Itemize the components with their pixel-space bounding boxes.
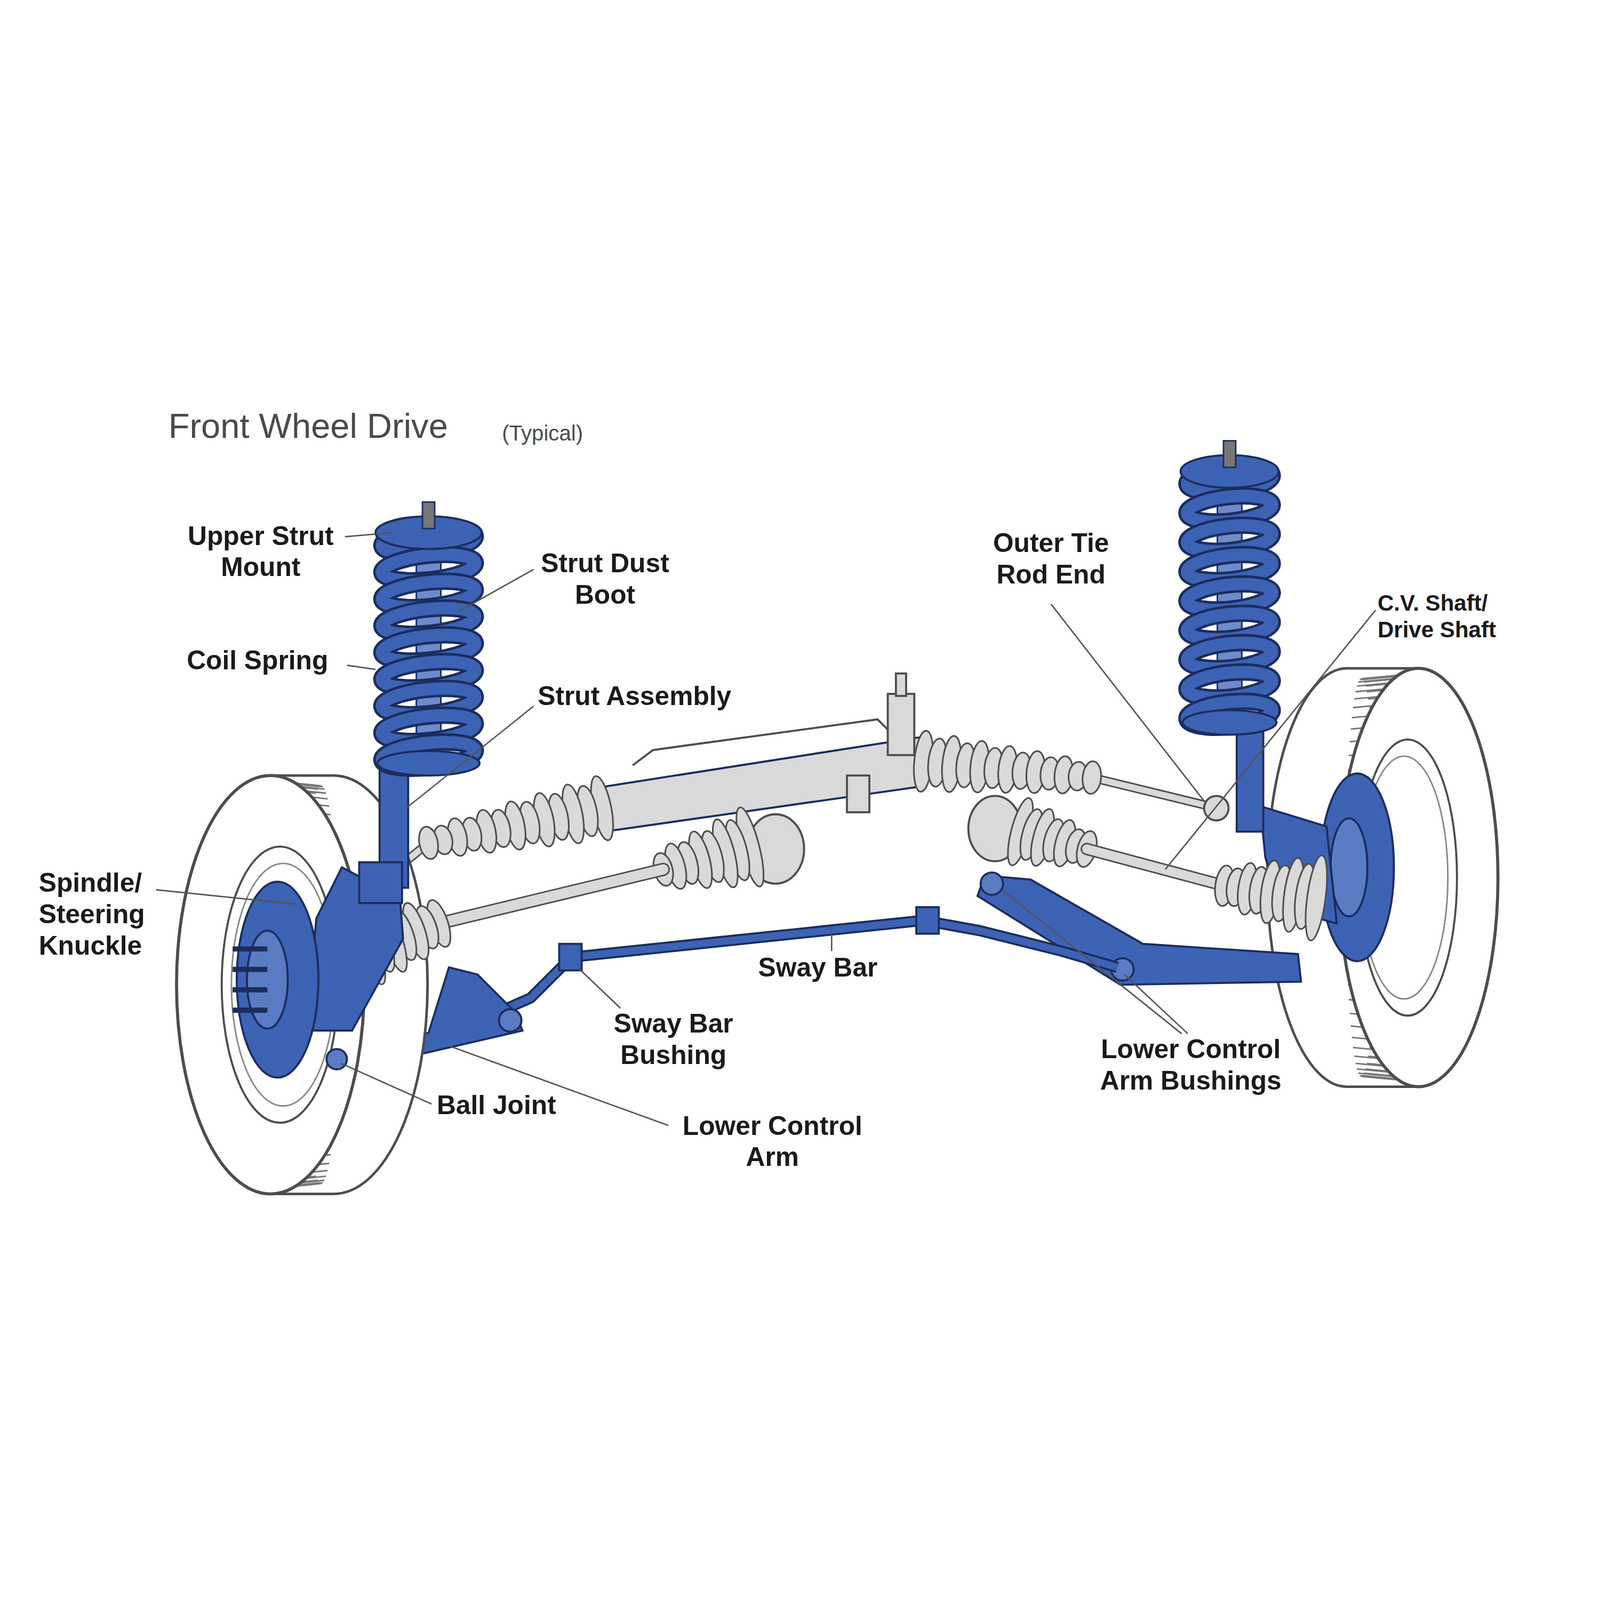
brake-rotor [236,881,319,1078]
lower-control-arm [977,875,1302,986]
leader-line [345,532,392,538]
leader-line [405,706,534,808]
boot-fold [1081,760,1103,795]
leader-line [577,967,621,1009]
sway-bar-bushing [916,907,939,934]
part-label: Ball Joint [436,1089,557,1122]
rubber-boot [1002,795,1101,869]
tire [1267,668,1498,1087]
cv-shaft [1086,849,1225,886]
boot-fold [1301,854,1331,942]
rubber-boot [1212,854,1332,942]
strut-bracket [358,862,402,904]
wheel-stud [232,946,268,952]
wheel-hub [246,930,288,1029]
wheel-stud [232,1007,268,1013]
leader-line [1051,604,1205,802]
boot-fold [416,825,442,861]
part-label: Lower Control Arm [665,1110,880,1173]
control-arm-bushing [499,1009,522,1032]
sway-bar [479,920,1118,1021]
tie-rod [1091,777,1210,807]
part-label: Spindle/ Steering Knuckle [38,867,177,962]
spring-seat [377,750,480,776]
part-label: Strut Assembly [537,680,732,712]
control-arm-bushing [980,872,1004,895]
leader-line [340,1063,432,1105]
mount-stud [422,501,435,529]
leader-line [457,569,534,613]
coil-spring [375,501,482,776]
wheel-hub [1330,818,1368,917]
spring-seat [1182,710,1277,735]
wheel-stud [232,987,268,993]
diagram-title: Front Wheel Drive [168,405,448,446]
sway-bar [479,920,1118,1021]
part-label: Upper Strut Mount [171,520,350,583]
hydraulic-line [632,719,888,766]
wheel-stud [232,966,268,973]
part-label: Lower Control Arm Bushings [1083,1033,1299,1096]
leader-line [347,665,376,670]
mount-stud [1223,441,1236,468]
part-label: Strut Dust Boot [528,547,682,611]
sway-bar-bushing [558,944,582,971]
cv-shaft [438,869,664,924]
pinion-shaft [896,673,907,696]
part-label: Outer Tie Rod End [974,527,1128,590]
part-label: Sway Bar Bushing [592,1008,756,1071]
leader-line [1124,974,1188,1034]
cv-shaft [438,869,664,924]
cv-shaft [1086,849,1225,886]
rubber-boot [650,805,770,892]
pinion-housing [888,693,915,756]
part-label: Coil Spring [186,644,328,677]
leader-line [1002,889,1182,1034]
part-label: Sway Bar [758,952,878,984]
rubber-boot [911,730,1103,796]
leader-line [830,926,833,951]
part-label: C.V. Shaft/ Drive Shaft [1377,589,1541,643]
rack-mount [846,775,870,813]
leader-line [156,889,296,904]
coil-spring [1180,441,1279,735]
title-qualifier: (Typical) [501,421,583,446]
ball-joint [326,1049,347,1070]
leader-line [1165,610,1376,870]
tie-rod [1091,777,1210,807]
rubber-boot [416,774,618,861]
